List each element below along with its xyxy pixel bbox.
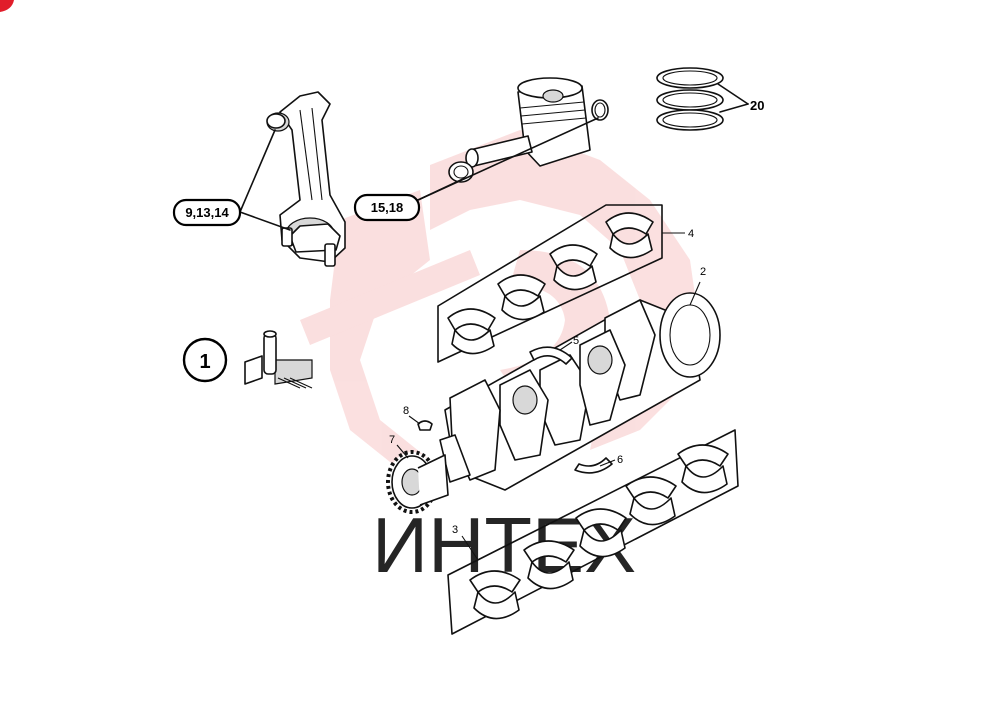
label-key: 8 xyxy=(403,405,409,417)
piston xyxy=(448,77,609,183)
label-thrust-upper: 5 xyxy=(573,335,579,347)
callout-piston-label: 15,18 xyxy=(371,200,404,215)
label-gear: 7 xyxy=(389,434,395,446)
piston-rings xyxy=(656,67,724,131)
bearing-shell xyxy=(677,444,729,494)
callout-rings-label: 20 xyxy=(750,98,764,113)
timing-gear xyxy=(386,450,449,514)
upper-bearing-shells-panel xyxy=(437,204,663,363)
woodruff-key xyxy=(417,420,433,431)
label-thrust-lower: 6 xyxy=(617,454,623,466)
bearing-shell xyxy=(469,570,521,620)
bearing-shell xyxy=(575,508,627,558)
crankshaft xyxy=(439,292,721,491)
label-main-shells: 3 xyxy=(452,524,458,536)
main-bearing-shells-panel xyxy=(447,429,739,635)
bearing-shell xyxy=(523,540,575,590)
note-circle-label: 1 xyxy=(199,351,210,373)
connecting-rod xyxy=(266,91,346,267)
thrust-washer-lower xyxy=(574,457,613,474)
bearing-shell xyxy=(447,308,496,355)
bearing-shell xyxy=(605,212,654,259)
dowel-pin-icon xyxy=(244,330,313,389)
bearing-shell xyxy=(497,274,546,321)
callout-conrod-label: 9,13,14 xyxy=(185,205,229,220)
label-upper-shells: 4 xyxy=(688,228,694,240)
callout-conrod: 9,13,14 xyxy=(172,198,242,227)
note-circle: 1 xyxy=(182,337,228,383)
thrust-washer-upper xyxy=(529,346,573,365)
bearing-shell xyxy=(625,476,677,526)
red-corner-mark-icon xyxy=(0,0,14,12)
bearing-shell xyxy=(549,244,598,291)
label-crankshaft: 2 xyxy=(700,266,706,278)
callout-piston: 15,18 xyxy=(353,193,421,222)
